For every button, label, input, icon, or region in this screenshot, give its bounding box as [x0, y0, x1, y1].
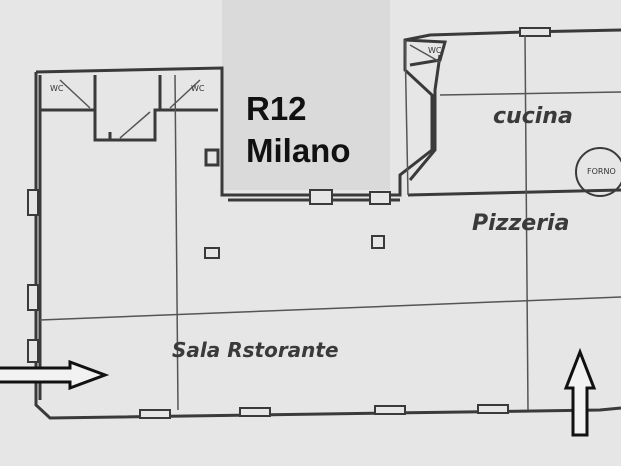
room-label-kitchen: cucina [493, 104, 573, 129]
wc-label-kitchen: WC [428, 46, 442, 55]
wc-label-left: WC [50, 84, 64, 93]
grid-lines [39, 34, 621, 411]
oven-label: FORNO [587, 167, 616, 176]
window-bumps [27, 27, 551, 419]
room-label-dining: Sala Rstorante [172, 338, 339, 362]
walls [34, 28, 621, 420]
right-arrow-icon [0, 359, 110, 391]
property-city: Milano [246, 132, 351, 169]
up-arrow-icon [563, 347, 597, 437]
room-label-pizzeria: Pizzeria [472, 211, 570, 236]
oven-circle [575, 147, 621, 197]
wc-label-middle: WC [191, 84, 205, 93]
label-panel [222, 0, 390, 190]
property-code: R12 [246, 90, 307, 127]
